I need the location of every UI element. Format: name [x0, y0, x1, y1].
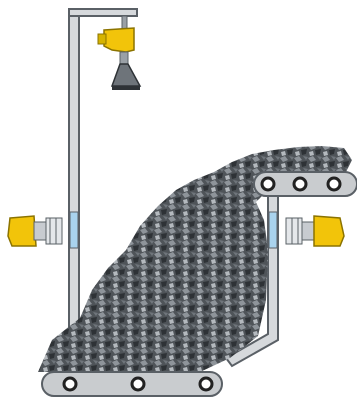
upper-conveyor [254, 172, 357, 196]
right-sensor-housing [314, 216, 344, 246]
upper-roller [262, 178, 274, 190]
left-barrier-sensor [8, 216, 62, 246]
radar-level-sensor [98, 16, 140, 90]
horn-antenna-flange [112, 86, 140, 90]
upper-roller [294, 178, 306, 190]
horn-antenna-icon [112, 64, 140, 86]
sensor-neck [120, 52, 128, 64]
left-wall-window [70, 212, 78, 248]
bunker-top-beam [69, 9, 137, 16]
sensor-housing [104, 28, 134, 52]
sensor-cable-gland [98, 34, 106, 44]
right-sensor-flange [286, 218, 302, 244]
lower-roller [200, 378, 212, 390]
left-sensor-neck [34, 222, 46, 240]
right-barrier-sensor [286, 216, 344, 246]
lower-roller [132, 378, 144, 390]
left-sensor-flange [46, 218, 62, 244]
lower-roller [64, 378, 76, 390]
bunker-left-wall [69, 12, 79, 332]
right-sensor-neck [302, 222, 314, 240]
right-wall-window [269, 212, 277, 248]
left-sensor-housing [8, 216, 36, 246]
upper-roller [328, 178, 340, 190]
lower-conveyor [42, 372, 222, 396]
